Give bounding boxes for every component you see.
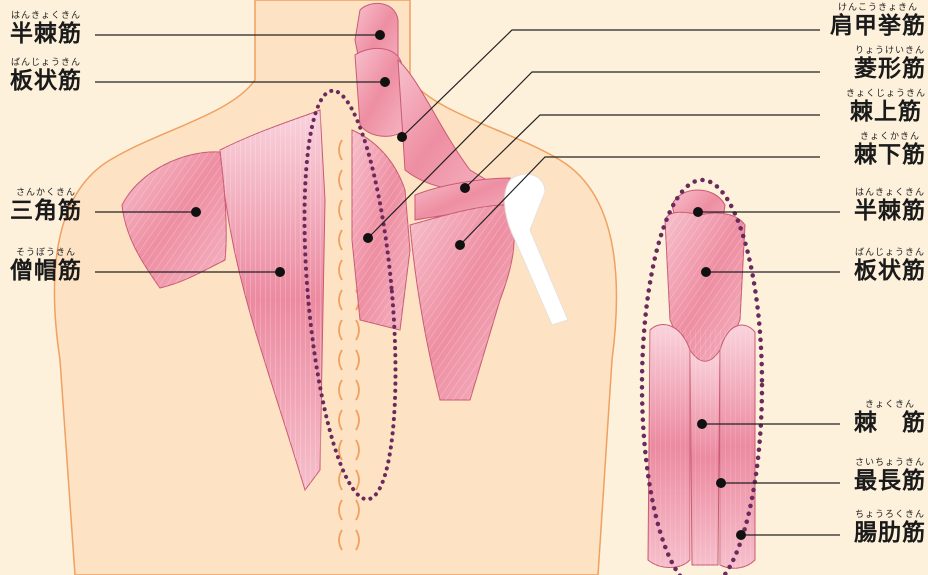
back-silhouette: [54, 0, 616, 575]
muscle-name: 半棘筋: [10, 23, 82, 46]
deep-muscles-inset: [642, 180, 762, 575]
furigana: ばんじょうきん: [10, 59, 82, 68]
furigana: りょうけいきん: [854, 47, 926, 56]
muscle-name: 三角筋: [10, 200, 82, 223]
furigana: けんこうきょきん: [830, 4, 926, 13]
label-trapezius: そうぼうきん 僧帽筋: [10, 249, 82, 283]
label-spinalis: きょくきん 棘 筋: [854, 401, 926, 435]
label-levator-scapulae: けんこうきょきん 肩甲挙筋: [830, 4, 926, 38]
muscle-name: 棘 筋: [854, 412, 926, 435]
label-infraspinatus: きょくかきん 棘下筋: [854, 133, 926, 167]
muscle-name: 菱形筋: [854, 58, 926, 81]
label-splenius-right: ばんじょうきん 板状筋: [854, 249, 926, 283]
label-splenius-left: ばんじょうきん 板状筋: [10, 59, 82, 93]
furigana: ちょうろくきん: [854, 511, 926, 520]
furigana: きょくかきん: [854, 133, 926, 142]
furigana: きょくじょうきん: [846, 90, 926, 99]
muscle-name: 肩甲挙筋: [830, 15, 926, 38]
furigana: ばんじょうきん: [854, 249, 926, 258]
furigana: さんかくきん: [10, 189, 82, 198]
label-iliocostalis: ちょうろくきん 腸肋筋: [854, 511, 926, 545]
label-semispinalis-left: はんきょくきん 半棘筋: [10, 12, 82, 46]
muscle-name: 最長筋: [854, 470, 926, 493]
muscle-name: 板状筋: [854, 260, 926, 283]
furigana: はんきょくきん: [854, 189, 926, 198]
muscle-name: 半棘筋: [854, 200, 926, 223]
muscle-name: 僧帽筋: [10, 260, 82, 283]
muscle-name: 板状筋: [10, 70, 82, 93]
muscle-name: 腸肋筋: [854, 522, 926, 545]
label-rhomboid: りょうけいきん 菱形筋: [854, 47, 926, 81]
muscle-name: 棘上筋: [846, 101, 926, 124]
label-semispinalis-right: はんきょくきん 半棘筋: [854, 189, 926, 223]
splenius-neck: [355, 48, 405, 136]
label-deltoid: さんかくきん 三角筋: [10, 189, 82, 223]
label-longissimus: さいちょうきん 最長筋: [854, 459, 926, 493]
furigana: きょくきん: [854, 401, 926, 410]
muscle-name: 棘下筋: [854, 144, 926, 167]
furigana: そうぼうきん: [10, 249, 82, 258]
furigana: はんきょくきん: [10, 12, 82, 21]
furigana: さいちょうきん: [854, 459, 926, 468]
label-supraspinatus: きょくじょうきん 棘上筋: [846, 90, 926, 124]
